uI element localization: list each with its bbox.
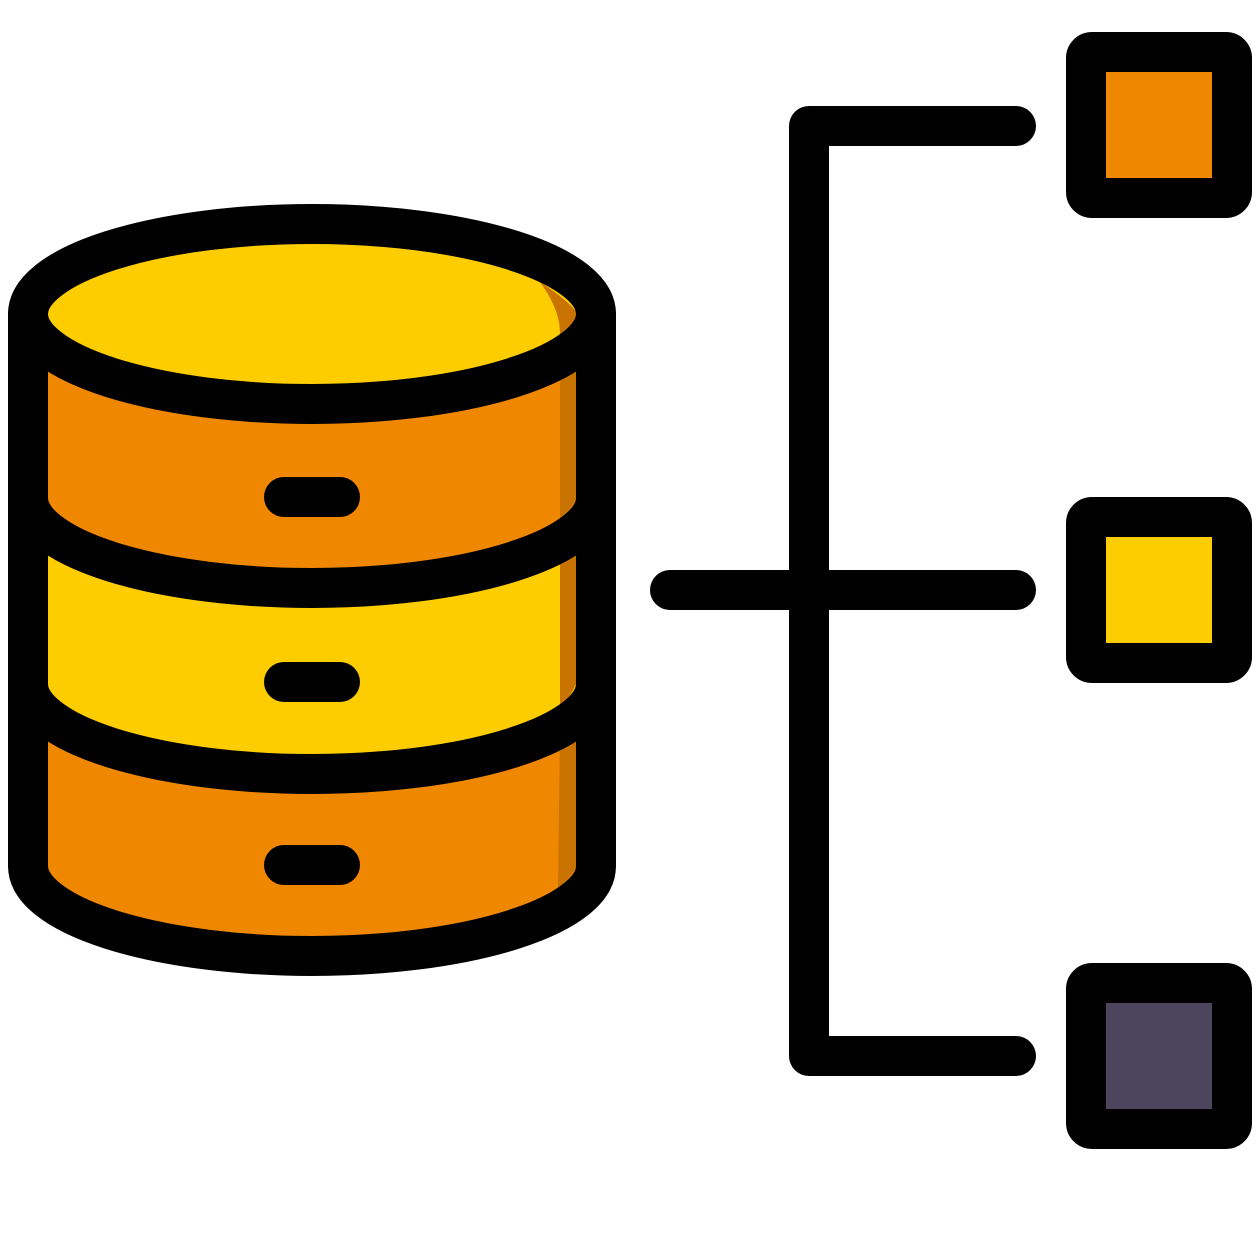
database-layer-top — [28, 314, 596, 588]
node-bottom-fill — [1086, 983, 1232, 1129]
node-top-outline — [1066, 32, 1252, 218]
database-divider-lower — [8, 664, 616, 794]
node-top-fill — [1086, 52, 1232, 198]
database-layer-bottom — [28, 684, 596, 956]
hierarchy-connectors — [650, 106, 1036, 1076]
node-middle-fill — [1086, 517, 1232, 663]
node-bottom-outline — [1066, 963, 1252, 1149]
database-layer-bottom-shade — [558, 716, 576, 888]
database-layer-middle — [28, 498, 596, 774]
node-middle-outline — [1066, 497, 1252, 683]
database-lid — [28, 224, 596, 404]
database-layer-middle-shade — [560, 532, 576, 706]
hierarchy-nodes — [1066, 32, 1252, 1149]
database-lid-edge — [8, 294, 616, 424]
database-icon — [8, 204, 616, 976]
database-layer-top-shade — [560, 348, 576, 520]
database-divider-upper — [8, 478, 616, 608]
database-outline — [8, 204, 616, 976]
